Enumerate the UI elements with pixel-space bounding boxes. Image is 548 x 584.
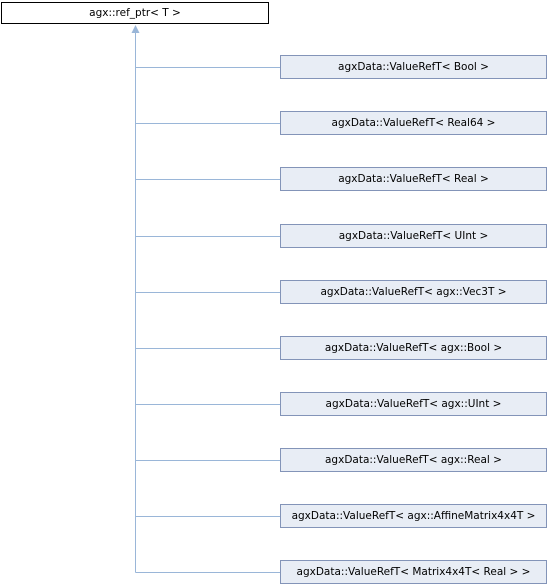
derived-class-node[interactable]: agxData::ValueRefT< agx::UInt > [280,392,547,416]
derived-class-node[interactable]: agxData::ValueRefT< agx::Bool > [280,336,547,360]
derived-class-node[interactable]: agxData::ValueRefT< Real > [280,167,547,191]
derived-class-node[interactable]: agxData::ValueRefT< agx::Real > [280,448,547,472]
derived-class-node[interactable]: agxData::ValueRefT< Real64 > [280,111,547,135]
derived-class-node[interactable]: agxData::ValueRefT< agx::AffineMatrix4x4… [280,504,547,528]
derived-class-node[interactable]: agxData::ValueRefT< Bool > [280,55,547,79]
inheritance-arrowhead [131,25,140,33]
base-class-node[interactable]: agx::ref_ptr< T > [1,2,269,24]
derived-class-node[interactable]: agxData::ValueRefT< Matrix4x4T< Real > > [280,560,547,584]
derived-class-node[interactable]: agxData::ValueRefT< agx::Vec3T > [280,280,547,304]
derived-class-node[interactable]: agxData::ValueRefT< UInt > [280,224,547,248]
